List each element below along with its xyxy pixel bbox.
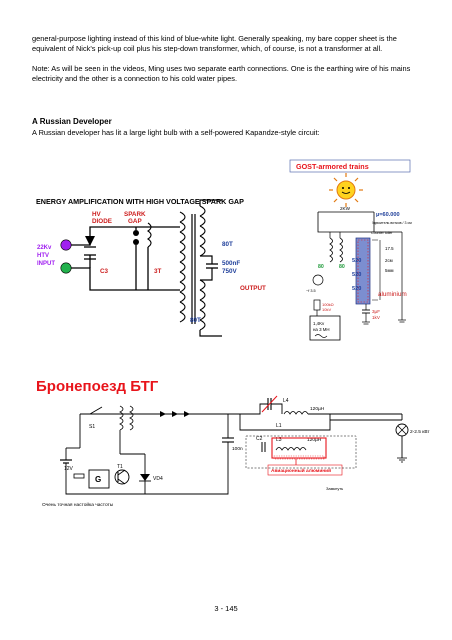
cap100-label: 100n [232, 446, 243, 452]
ind1-label: 120µH [310, 406, 325, 412]
r2v-label: 2-2.5 кВт [410, 429, 430, 435]
variable-cap-arrow [261, 395, 278, 413]
power-label: 2KW [340, 206, 351, 211]
btg-diagram: Бронепоезд БТГ S1 12V G T1 [36, 378, 430, 508]
n2-label: 80 [339, 264, 345, 270]
note-small: Замкнуть [326, 486, 343, 491]
s1-label: S1 [89, 424, 95, 430]
cap-value-line2: 750V [222, 268, 238, 275]
tiny-note: Удвоитель витков / 3 см [372, 221, 412, 225]
cap-value-line1: 500nF [222, 260, 240, 267]
vd4-label: VD4 [153, 476, 163, 482]
cap-label-1: 3μF [372, 309, 380, 314]
dim-2: 2см [385, 258, 393, 263]
section-intro: A Russian developer has lit a large ligh… [32, 128, 320, 137]
n1-label: 80 [318, 264, 324, 270]
t80-bottom-label: 80T [190, 317, 201, 324]
cap-label-2: 1kV [372, 315, 381, 320]
page-number: 3 - 145 [214, 604, 238, 613]
note-left: Очень точная настойка частоты [42, 501, 114, 508]
output-label: OUTPUT [240, 285, 266, 292]
ind2-label: 120µH [307, 437, 322, 443]
counter-label: Counter toller [371, 231, 393, 235]
t1-label: T1 [117, 464, 123, 470]
dim-1: 17.5 [385, 246, 394, 251]
coil-r3: 520 [352, 286, 361, 292]
meter-symbol [312, 274, 324, 286]
spark-gap-diagram: ENERGY AMPLIFICATION WITH HIGH VOLTAGE S… [36, 197, 266, 337]
coil-r2: 520 [352, 272, 361, 278]
input-terminal-magenta [60, 239, 72, 251]
spark-gap-ball-1 [133, 230, 139, 236]
gost-title-box [289, 159, 411, 173]
coil-r1: 520 [352, 258, 361, 264]
switch-s1 [89, 406, 103, 415]
c2-label: C2 [256, 436, 263, 442]
spark-gap-ball-2 [133, 239, 139, 245]
g-label: G [95, 475, 101, 484]
l4-label: L4 [283, 398, 289, 404]
aluminium-box [271, 437, 327, 459]
hv-diode-label-2: DIODE [92, 218, 112, 225]
gen-label-2: на 3 МН [313, 327, 330, 332]
btg-title: Бронепоезд БТГ [36, 378, 159, 395]
spark-gap-label-2: GAP [128, 218, 142, 225]
section-heading: A Russian Developer [32, 117, 112, 126]
aluminium-label: aluminium [378, 291, 407, 298]
t3-label: 3T [154, 268, 162, 275]
left-diagram-title: ENERGY AMPLIFICATION WITH HIGH VOLTAGE S… [36, 197, 244, 206]
gen-label-1: 1,4Kv [313, 321, 325, 326]
v12-label: 12V [64, 466, 74, 472]
paragraph-earth-note-1: general-purpose lighting instead of this… [32, 34, 397, 53]
gost-diagram: GOST-armored trains 2KW µ=60.000 Удвоите… [289, 159, 412, 341]
input-label-line2: HTV [37, 253, 49, 259]
gost-title: GOST-armored trains [296, 162, 369, 171]
note-red: Авиационный алюминий [271, 467, 331, 474]
spark-gap-label-1: SPARK [124, 211, 146, 218]
res-label-2: 10kV [322, 307, 331, 312]
hv-diode-symbol [85, 236, 95, 246]
hv-diode-label-1: HV [92, 211, 102, 218]
sun-lamp-icon [329, 173, 363, 207]
paragraph-earth-note-2: Note: As will be seen in the videos, Min… [32, 64, 411, 83]
generator-g [88, 469, 110, 489]
mu-label: µ=60.000 [376, 212, 400, 218]
meter-label: ~f 3.5 [306, 289, 316, 293]
input-terminal-green [60, 262, 72, 274]
l3-label: L3 [276, 437, 282, 443]
input-label-line3: INPUT [37, 261, 55, 267]
res-label-1: 100kΩ [322, 302, 334, 307]
ferrite-core [355, 237, 371, 305]
l1-label: L1 [276, 423, 282, 429]
dim-3: 5мм [385, 268, 393, 273]
c3-label: C3 [100, 268, 109, 275]
t80-top-label: 80T [222, 241, 233, 248]
input-label-line1: 22Kv [37, 245, 52, 251]
